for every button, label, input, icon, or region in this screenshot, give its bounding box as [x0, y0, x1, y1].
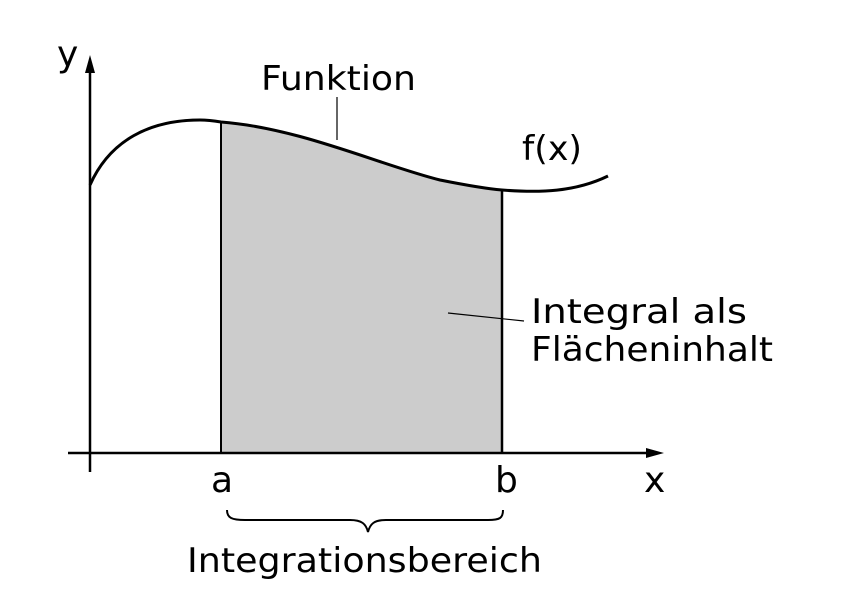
function-callout-label: Funktion	[261, 59, 416, 99]
area-label-line1: Integral als	[531, 292, 747, 332]
area-callout-line	[447, 312, 525, 322]
y-axis-label: y	[57, 34, 78, 75]
x-axis-arrow-icon	[646, 448, 664, 458]
integration-range-brace	[226, 509, 504, 533]
integral-area	[221, 122, 502, 453]
lower-bound-label: a	[211, 460, 233, 501]
function-curve	[88, 118, 609, 193]
x-axis-label: x	[644, 460, 665, 501]
upper-bound-label: b	[495, 460, 518, 501]
y-axis-arrow-icon	[85, 55, 95, 73]
area-label-line2: Flächeninhalt	[531, 330, 773, 370]
function-name-label: f(x)	[522, 129, 582, 169]
integration-range-label: Integrationsbereich	[187, 541, 542, 581]
